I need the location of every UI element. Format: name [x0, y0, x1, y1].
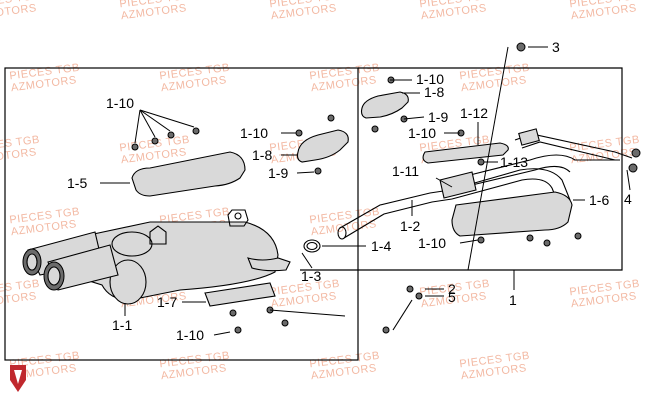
- tailpipes: [22, 231, 119, 291]
- leader-lines: [100, 46, 631, 336]
- callout-1-5: 1-5: [67, 175, 87, 191]
- callout-1-10-bottom: 1-10: [176, 327, 204, 343]
- callout-4: 4: [624, 191, 632, 207]
- heat-shield-1-8-lower: [296, 129, 349, 163]
- gasket-1-4: [303, 239, 321, 253]
- callout-1-12: 1-12: [460, 105, 488, 121]
- callout-1-3: 1-3: [301, 268, 321, 284]
- callout-1-1: 1-1: [112, 317, 132, 333]
- callout-5: 5: [448, 289, 456, 305]
- callout-1-10-mid: 1-10: [240, 125, 268, 141]
- callout-1-11: 1-11: [392, 163, 419, 179]
- callout-1-4: 1-4: [371, 238, 391, 254]
- pipe-group-box: [300, 67, 623, 271]
- callout-2: 2: [448, 281, 456, 297]
- fasteners: [131, 42, 641, 334]
- muffler-group-box: [4, 67, 359, 361]
- heat-shield-1-5: [131, 151, 246, 197]
- header-pipe: [337, 128, 633, 240]
- callout-1-9-left: 1-9: [268, 165, 288, 181]
- callout-1-8-right: 1-8: [424, 84, 444, 100]
- callout-1-7: 1-7: [157, 294, 177, 310]
- callout-1-10-right: 1-10: [408, 125, 436, 141]
- callout-1-6: 1-6: [589, 192, 609, 208]
- heat-shield-1-8-upper: [360, 91, 409, 119]
- callout-labels: 3 1-10 1-5 1-10 1-8 1-9 1-10 1-8 1-9 1-1…: [67, 39, 632, 343]
- callout-1: 1: [509, 292, 517, 308]
- muffler: [69, 209, 291, 305]
- callout-1-2: 1-2: [400, 218, 420, 234]
- callout-3: 3: [552, 39, 560, 55]
- callout-1-10-top-left: 1-10: [106, 95, 134, 111]
- callout-1-13: 1-13: [500, 154, 528, 170]
- brand-logo: [10, 365, 26, 392]
- callout-1-10-top: 1-10: [416, 71, 444, 87]
- heat-shield-1-6: [451, 191, 573, 237]
- mounting-plate-1-7: [204, 282, 276, 307]
- callout-1-10-lower-right: 1-10: [418, 235, 446, 251]
- callout-1-9-right: 1-9: [428, 109, 448, 125]
- heat-shield-1-12: [422, 142, 509, 164]
- callout-1-8-left: 1-8: [252, 147, 272, 163]
